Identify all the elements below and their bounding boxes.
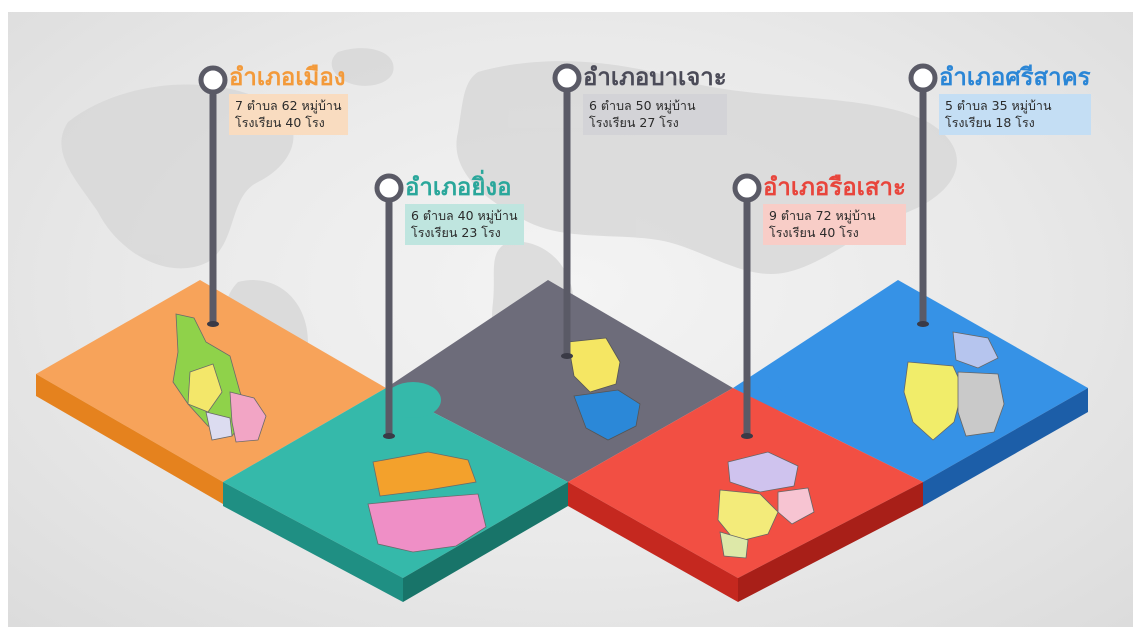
district-info-box: 5 ตำบล 35 หมู่บ้าน โรงเรียน 18 โรง <box>939 94 1091 135</box>
district-title: อำเภอบาเจาะ <box>583 64 727 91</box>
district-schools: โรงเรียน 40 โรง <box>769 225 859 240</box>
callout-yi-ngo: อำเภอยิ่งอ 6 ตำบล 40 หมู่บ้าน โรงเรียน 2… <box>405 174 524 245</box>
pin-lines <box>209 92 927 434</box>
district-stats: 9 ตำบล 72 หมู่บ้าน <box>769 208 876 223</box>
infographic-canvas: อำเภอเมือง 7 ตำบล 62 หมู่บ้าน โรงเรียน 4… <box>8 12 1133 627</box>
district-schools: โรงเรียน 18 โรง <box>945 115 1035 130</box>
district-map-rueso <box>717 451 815 559</box>
callout-rueso: อำเภอรือเสาะ 9 ตำบล 72 หมู่บ้าน โรงเรียน… <box>763 174 906 245</box>
district-info-box: 6 ตำบล 40 หมู่บ้าน โรงเรียน 23 โรง <box>405 204 524 245</box>
pin-heads <box>198 63 938 203</box>
pin-tips <box>207 321 929 439</box>
district-map-ba-chao <box>567 337 641 441</box>
district-map-sri-sakhon <box>903 331 1005 441</box>
district-info-box: 7 ตำบล 62 หมู่บ้าน โรงเรียน 40 โรง <box>229 94 348 135</box>
district-map-yi-ngo <box>367 451 487 553</box>
district-schools: โรงเรียน 23 โรง <box>411 225 501 240</box>
district-stats: 6 ตำบล 40 หมู่บ้าน <box>411 208 518 223</box>
callout-ba-chao: อำเภอบาเจาะ 6 ตำบล 50 หมู่บ้าน โรงเรียน … <box>583 64 727 135</box>
district-schools: โรงเรียน 27 โรง <box>589 115 679 130</box>
district-stats: 5 ตำบล 35 หมู่บ้าน <box>945 98 1052 113</box>
district-title: อำเภอเมือง <box>229 64 346 91</box>
district-info-box: 6 ตำบล 50 หมู่บ้าน โรงเรียน 27 โรง <box>583 94 727 135</box>
district-title: อำเภอรือเสาะ <box>763 174 906 201</box>
district-stats: 7 ตำบล 62 หมู่บ้าน <box>235 98 342 113</box>
district-title: อำเภอยิ่งอ <box>405 174 512 201</box>
district-stats: 6 ตำบล 50 หมู่บ้าน <box>589 98 696 113</box>
callout-sri-sakhon: อำเภอศรีสาคร 5 ตำบล 35 หมู่บ้าน โรงเรียน… <box>939 64 1091 135</box>
district-schools: โรงเรียน 40 โรง <box>235 115 325 130</box>
district-map-mueang <box>172 313 267 443</box>
district-title: อำเภอศรีสาคร <box>939 64 1091 91</box>
puzzle-scene <box>36 48 1088 602</box>
callout-mueang: อำเภอเมือง 7 ตำบล 62 หมู่บ้าน โรงเรียน 4… <box>229 64 348 135</box>
district-info-box: 9 ตำบล 72 หมู่บ้าน โรงเรียน 40 โรง <box>763 204 906 245</box>
